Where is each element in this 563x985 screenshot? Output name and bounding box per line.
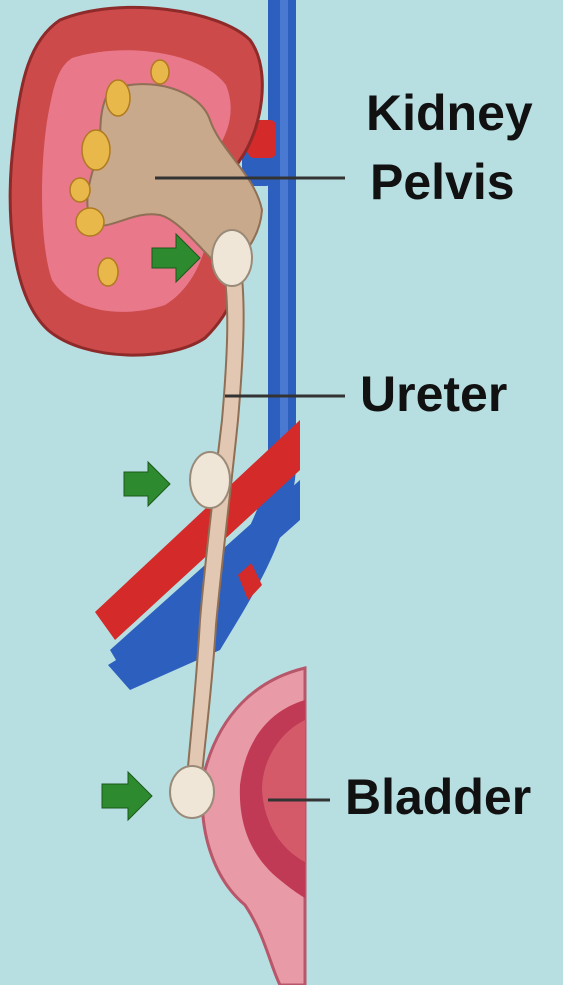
vena-cava-highlight [280, 0, 288, 460]
label-pelvis: Pelvis [370, 157, 515, 207]
label-bladder: Bladder [345, 772, 531, 822]
stone-bladder [170, 766, 214, 818]
label-ureter: Ureter [360, 369, 507, 419]
label-kidney: Kidney [366, 88, 533, 138]
stone-arrow-icon [102, 772, 152, 820]
stone-arrow-icon [124, 462, 170, 506]
stone-pelvis [212, 230, 252, 286]
stone-ureter [190, 452, 230, 508]
